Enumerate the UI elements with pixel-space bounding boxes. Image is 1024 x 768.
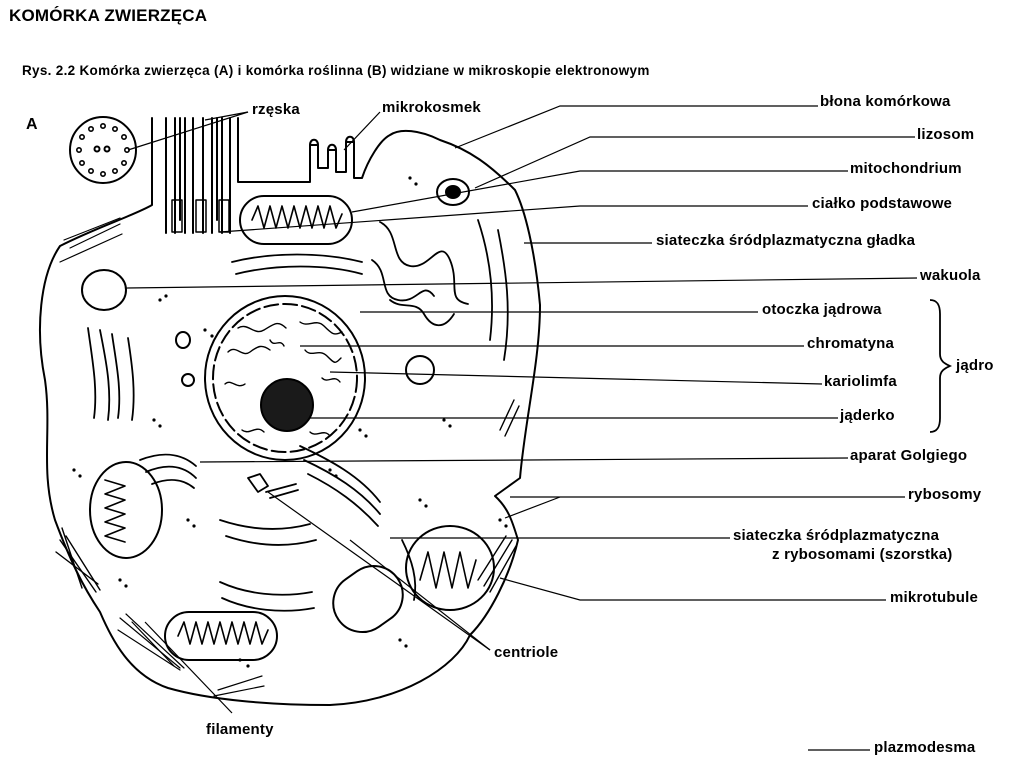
rough-er: [87, 253, 417, 612]
vesicle: [175, 331, 191, 349]
label-golgi: aparat Golgiego: [850, 447, 968, 464]
mitochondrion-top: [239, 195, 353, 245]
figure-caption: Rys. 2.2 Komórka zwierzęca (A) i komórka…: [22, 63, 650, 78]
label-lysosome: lizosom: [917, 126, 975, 143]
label-mitochondrion: mitochondrium: [850, 160, 962, 177]
cilium-cross-section: [69, 116, 137, 184]
label-cell-membrane: błona komórkowa: [820, 93, 951, 110]
label-filaments: filamenty: [206, 721, 274, 738]
vesicle-small: [181, 373, 195, 387]
nucleus: [204, 295, 366, 461]
ribosomes: [72, 176, 508, 668]
mitochondrion-right: [405, 525, 495, 611]
label-nucleus: jądro: [956, 357, 994, 374]
label-microtubules: mikrotubule: [890, 589, 979, 606]
microtubules: [55, 399, 520, 593]
vacuole-right: [405, 355, 435, 385]
panel-letter: A: [26, 116, 38, 133]
filaments: [59, 217, 265, 697]
mitochondrion-bottom: [164, 611, 278, 661]
label-basal-body: ciałko podstawowe: [812, 195, 953, 212]
label-nucleoplasm: kariolimfa: [824, 373, 897, 390]
vacuole-left: [81, 269, 127, 311]
chromatin: [224, 321, 343, 437]
label-nuclear-envelope: otoczka jądrowa: [762, 301, 882, 318]
label-rough-er-line2: z rybosomami (szorstka): [772, 546, 953, 563]
label-centrioles: centriole: [494, 644, 559, 661]
label-vacuole: wakuola: [920, 267, 981, 284]
label-ribosomes: rybosomy: [908, 486, 982, 503]
mitochondrion-middle: [332, 564, 404, 634]
leader-lines: [125, 105, 918, 751]
microvilli: [309, 135, 355, 151]
nucleolus: [260, 378, 314, 432]
label-plasmodesma: plazmodesma: [874, 739, 976, 756]
page-heading: KOMÓRKA ZWIERZĘCA: [9, 6, 208, 25]
label-chromatin: chromatyna: [807, 335, 895, 352]
label-smooth-er: siateczka śródplazmatyczna gładka: [656, 232, 916, 249]
nucleus-brace: [929, 299, 953, 433]
golgi-apparatus: [139, 453, 197, 489]
centrioles: [247, 473, 299, 499]
label-cilium: rzęska: [252, 101, 300, 118]
mitochondrion-left: [89, 461, 163, 559]
smooth-er: [371, 219, 509, 361]
label-rough-er-line1: siateczka śródplazmatyczna: [733, 527, 940, 544]
label-nucleolus: jąderko: [840, 407, 895, 424]
cilia: [165, 117, 231, 234]
label-microvillus: mikrokosmek: [382, 99, 481, 116]
